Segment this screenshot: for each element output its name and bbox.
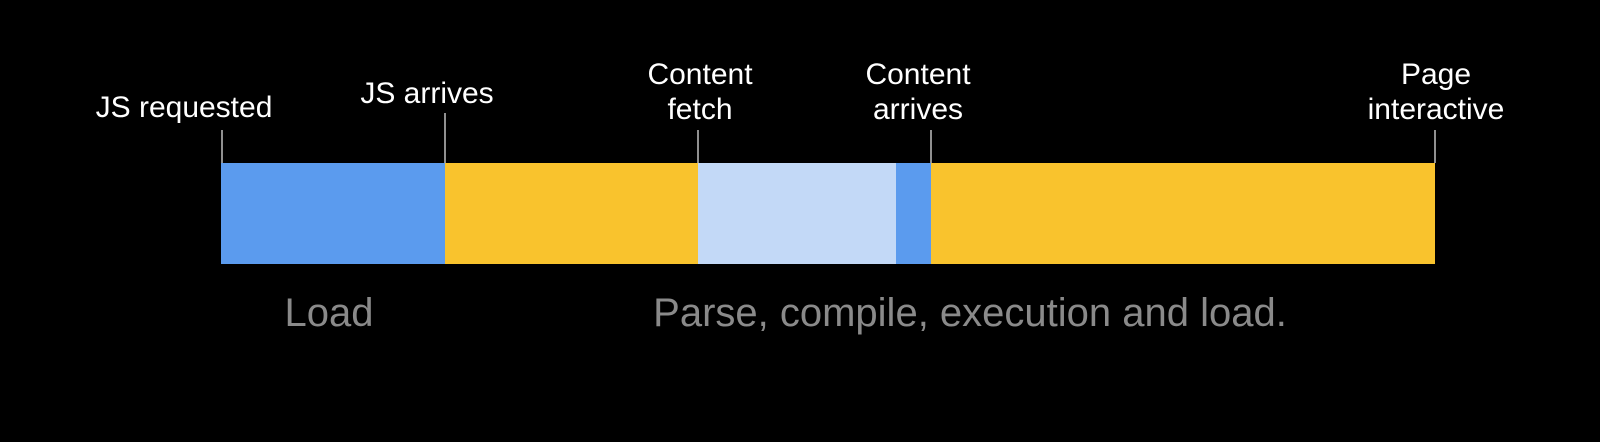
phase-label-parse-compile-execution-load: Parse, compile, execution and load. <box>653 291 1287 335</box>
segment-parse-compile-1 <box>445 163 698 264</box>
segment-content-arrives <box>896 163 931 264</box>
tick-content-fetch <box>697 130 699 163</box>
tick-js-arrives <box>444 113 446 163</box>
segment-parse-compile-2 <box>931 163 1435 264</box>
milestone-label-content-fetch: Content fetch <box>647 58 753 126</box>
milestone-label-js-requested: JS requested <box>95 91 273 124</box>
milestone-label-page-interactive: Page interactive <box>1367 58 1505 126</box>
segment-content-fetch <box>698 163 896 264</box>
tick-js-requested <box>221 130 223 163</box>
segment-js-download <box>221 163 445 264</box>
milestone-label-content-arrives: Content arrives <box>865 58 971 126</box>
timeline-bar <box>221 163 1435 264</box>
milestone-label-js-arrives: JS arrives <box>360 77 494 110</box>
tick-page-interactive <box>1434 130 1436 163</box>
tick-content-arrives <box>930 130 932 163</box>
phase-label-load: Load <box>284 291 374 335</box>
